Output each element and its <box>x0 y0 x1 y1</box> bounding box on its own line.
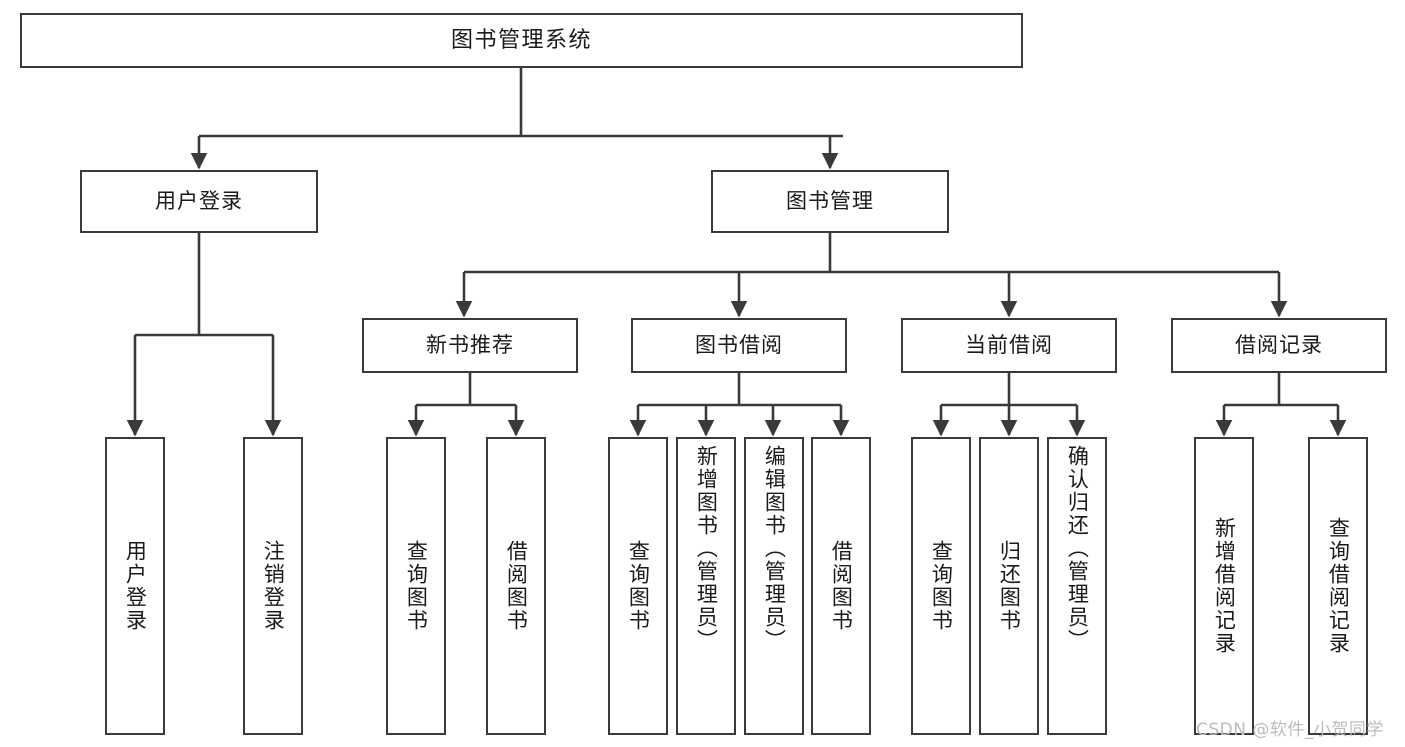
node-new-book-recommend-label: 新书推荐 <box>426 333 514 358</box>
node-leaf-query-book-2[interactable]: 查询图书 <box>608 437 668 735</box>
node-leaf-user-login-label: 用户登录 <box>123 540 148 632</box>
node-leaf-edit-book[interactable]: 编辑图书（管理员） <box>744 437 804 735</box>
node-leaf-query-book-1[interactable]: 查询图书 <box>386 437 446 735</box>
node-leaf-user-logout[interactable]: 注销登录 <box>243 437 303 735</box>
node-new-book-recommend[interactable]: 新书推荐 <box>362 318 578 373</box>
node-leaf-add-record[interactable]: 新增借阅记录 <box>1194 437 1254 735</box>
node-book-manage[interactable]: 图书管理 <box>711 170 949 233</box>
node-leaf-query-book-3[interactable]: 查询图书 <box>911 437 971 735</box>
node-leaf-add-book[interactable]: 新增图书（管理员） <box>676 437 736 735</box>
node-leaf-borrow-book-1-label: 借阅图书 <box>504 540 529 632</box>
node-leaf-borrow-book-2[interactable]: 借阅图书 <box>811 437 871 735</box>
node-book-manage-label: 图书管理 <box>786 189 874 214</box>
node-borrow-record[interactable]: 借阅记录 <box>1171 318 1387 373</box>
node-current-borrow[interactable]: 当前借阅 <box>901 318 1117 373</box>
node-leaf-return-book[interactable]: 归还图书 <box>979 437 1039 735</box>
node-leaf-query-book-1-label: 查询图书 <box>404 540 429 632</box>
node-leaf-query-record[interactable]: 查询借阅记录 <box>1308 437 1368 735</box>
node-user-login-label: 用户登录 <box>155 189 243 214</box>
node-leaf-user-login[interactable]: 用户登录 <box>105 437 165 735</box>
node-current-borrow-label: 当前借阅 <box>965 333 1053 358</box>
node-leaf-borrow-book-2-label: 借阅图书 <box>829 540 854 632</box>
node-borrow-record-label: 借阅记录 <box>1235 333 1323 358</box>
node-user-login[interactable]: 用户登录 <box>80 170 318 233</box>
node-book-borrow-label: 图书借阅 <box>695 333 783 358</box>
watermark: CSDN @软件_小贺同学 <box>1196 720 1384 740</box>
node-book-borrow[interactable]: 图书借阅 <box>631 318 847 373</box>
node-root-label: 图书管理系统 <box>450 27 592 53</box>
node-leaf-query-book-3-label: 查询图书 <box>929 540 954 632</box>
node-leaf-add-book-label: 新增图书（管理员） <box>694 445 719 652</box>
node-root[interactable]: 图书管理系统 <box>20 13 1023 68</box>
node-leaf-edit-book-label: 编辑图书（管理员） <box>762 445 787 652</box>
node-leaf-confirm-return-label: 确认归还（管理员） <box>1065 445 1090 652</box>
node-leaf-return-book-label: 归还图书 <box>997 540 1022 632</box>
node-leaf-add-record-label: 新增借阅记录 <box>1212 517 1237 655</box>
node-leaf-borrow-book-1[interactable]: 借阅图书 <box>486 437 546 735</box>
node-leaf-query-book-2-label: 查询图书 <box>626 540 651 632</box>
node-leaf-user-logout-label: 注销登录 <box>261 540 286 632</box>
node-leaf-query-record-label: 查询借阅记录 <box>1326 517 1351 655</box>
node-leaf-confirm-return[interactable]: 确认归还（管理员） <box>1047 437 1107 735</box>
